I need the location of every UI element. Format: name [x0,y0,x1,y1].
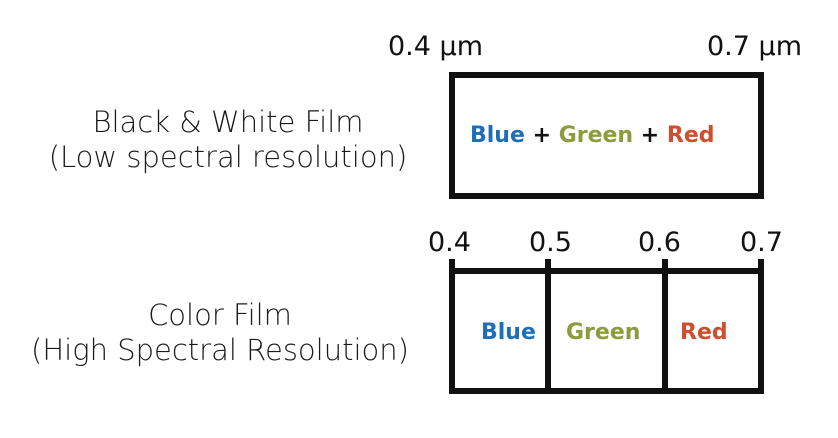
bw-film-label: Black & White Film (Low spectral resolut… [28,105,428,175]
color-film-title: Color Film [148,298,292,332]
bw-plus-2: + [640,123,660,148]
bw-band-text: Blue + Green + Red [470,123,750,148]
color-tickmark-0 [449,259,455,269]
bw-band-green: Green [558,123,634,148]
bw-film-title: Black & White Film [92,105,364,139]
bw-film-band-box [449,72,764,199]
color-tickmark-3 [758,259,764,269]
color-tickmark-1 [545,259,551,269]
color-tick-3: 0.7 [740,227,783,258]
color-divider-1 [545,268,551,394]
color-tick-2: 0.6 [638,227,681,258]
color-band-blue: Blue [481,320,536,345]
color-film-band-box [449,268,764,394]
color-band-green: Green [566,320,641,345]
color-tickmark-2 [662,259,668,269]
bw-tick-right: 0.7 µm [707,31,803,62]
color-film-subtitle: (High Spectral Resolution) [31,333,409,367]
color-band-red: Red [680,320,728,345]
bw-film-subtitle: (Low spectral resolution) [48,140,408,174]
bw-band-blue: Blue [470,123,525,148]
color-tick-0: 0.4 [428,227,471,258]
color-divider-2 [662,268,668,394]
bw-tick-left: 0.4 µm [388,31,484,62]
bw-band-red: Red [666,123,715,148]
color-tick-1: 0.5 [529,227,572,258]
color-film-label: Color Film (High Spectral Resolution) [20,298,420,368]
bw-plus-1: + [532,123,552,148]
